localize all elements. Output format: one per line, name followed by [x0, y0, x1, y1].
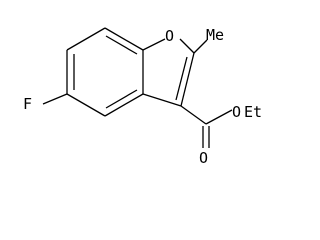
furan-ring [142, 38, 195, 107]
bond-c2-methyl [193, 39, 208, 54]
bond-c7a-c7 [104, 27, 144, 51]
bond-c4-c3a [104, 93, 144, 117]
benzene-ring [66, 27, 144, 117]
bond-c3-c3a [142, 93, 182, 107]
bond-c5-fluorine [42, 93, 68, 105]
bond-c7a-o1 [142, 38, 166, 51]
bond-o1-c2 [179, 38, 195, 54]
bond-carbonyl-ester-o [205, 109, 233, 125]
oxygen-ring-label: O [165, 27, 174, 45]
ethyl-label: Et [244, 103, 262, 121]
bond-c4-c3a-inner [105, 89, 138, 109]
bond-c2-c3 [180, 52, 195, 107]
bond-c7-c6 [66, 27, 106, 51]
fluorine-label: F [23, 95, 32, 113]
bond-c7-c7-inner [105, 35, 138, 55]
methyl-label: Me [206, 26, 224, 44]
structure-diagram: O Me F O Et O [23, 26, 263, 167]
molecule-svg: O Me F O Et O [23, 26, 262, 167]
carbonyl-oxygen-label: O [199, 149, 208, 167]
bond-c5-c4 [66, 93, 106, 117]
ester-oxygen-label: O [232, 103, 241, 121]
substituents [42, 39, 233, 148]
bond-c3-carbonyl [180, 105, 207, 125]
bond-c2-c3-inner [175, 56, 188, 101]
